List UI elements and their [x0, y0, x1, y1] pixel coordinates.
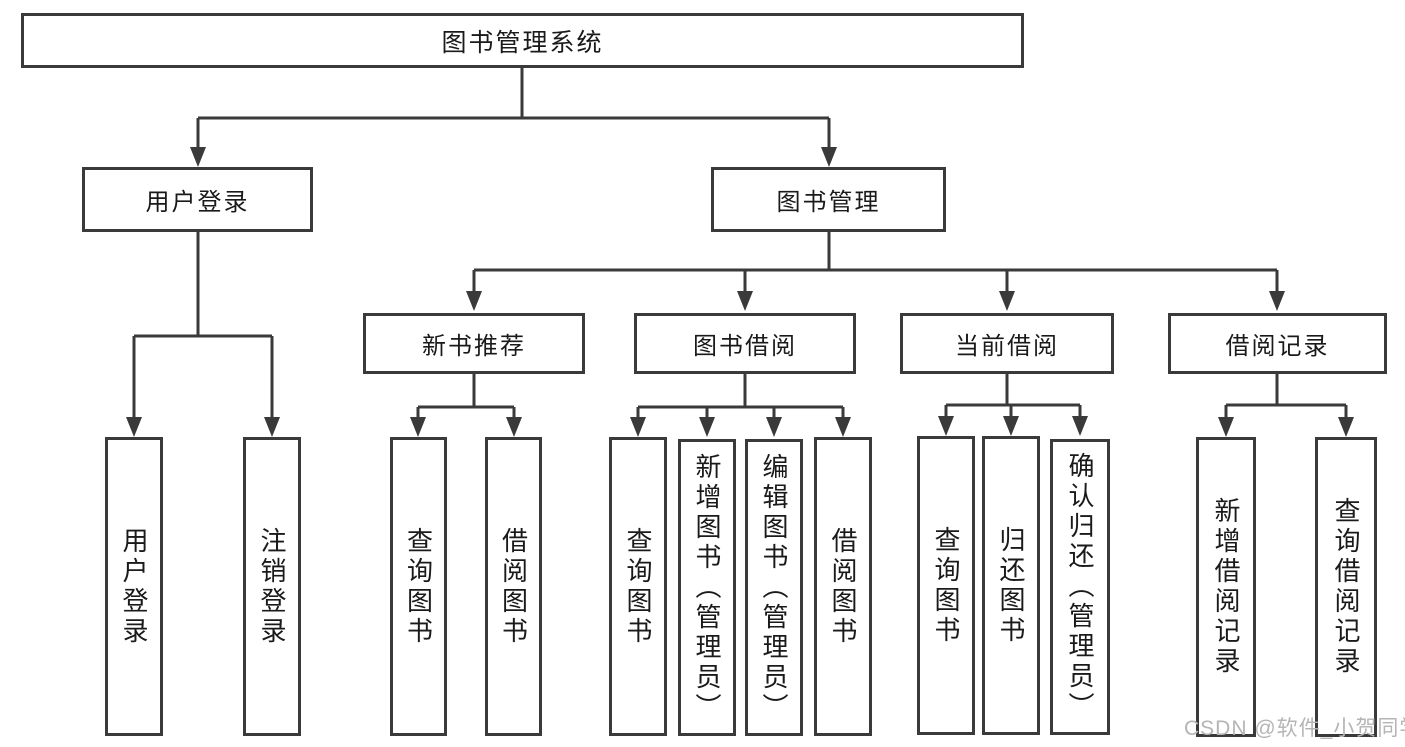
leaf-return-books: 归还图书 — [982, 436, 1040, 735]
leaf-query-borrow-record: 查询借阅记录 — [1315, 437, 1377, 737]
node-root: 图书管理系统 — [21, 13, 1024, 68]
leaf-query-books-current: 查询图书 — [917, 436, 975, 735]
connector-current-borrow — [938, 374, 1088, 436]
leaf-query-books-borrow-label: 查询图书 — [623, 526, 653, 647]
node-book-borrow-label: 图书借阅 — [693, 333, 797, 360]
connector-new-book-recommend — [410, 374, 522, 437]
node-borrow-records: 借阅记录 — [1168, 313, 1387, 374]
leaf-borrow-books-newrec: 借阅图书 — [485, 437, 542, 736]
leaf-return-books-label: 归还图书 — [996, 525, 1026, 646]
leaf-borrow-books-borrow-label: 借阅图书 — [828, 526, 858, 647]
node-current-borrow-label: 当前借阅 — [955, 333, 1059, 360]
leaf-logout-login-label: 注销登录 — [257, 526, 287, 647]
connector-book-management — [466, 232, 1285, 311]
node-new-book-recommend: 新书推荐 — [363, 313, 585, 374]
leaf-borrow-books-borrow: 借阅图书 — [814, 437, 872, 736]
leaf-add-books-admin: 新增图书（管理员） — [678, 439, 736, 736]
leaf-add-borrow-record-label: 新增借阅记录 — [1211, 497, 1241, 677]
node-book-management-label: 图书管理 — [776, 189, 881, 216]
node-book-borrow: 图书借阅 — [634, 313, 856, 374]
node-current-borrow: 当前借阅 — [900, 313, 1114, 374]
leaf-query-borrow-record-label: 查询借阅记录 — [1331, 497, 1361, 677]
csdn-watermark: CSDN @软件_小贺同学 — [1184, 717, 1405, 740]
leaf-user-login-label: 用户登录 — [119, 526, 149, 647]
node-root-label: 图书管理系统 — [441, 28, 604, 57]
leaf-edit-books-admin: 编辑图书（管理员） — [745, 439, 803, 736]
leaf-borrow-books-newrec-label: 借阅图书 — [498, 526, 529, 647]
leaf-logout-login: 注销登录 — [243, 437, 301, 736]
node-borrow-records-label: 借阅记录 — [1225, 333, 1330, 360]
leaf-confirm-return-admin-label: 确认归还（管理员） — [1065, 452, 1095, 722]
leaf-query-books-newrec-label: 查询图书 — [403, 526, 434, 647]
leaf-add-borrow-record: 新增借阅记录 — [1196, 437, 1256, 737]
node-book-management: 图书管理 — [711, 167, 946, 232]
leaf-query-books-current-label: 查询图书 — [931, 525, 961, 646]
leaf-add-books-admin-label: 新增图书（管理员） — [692, 452, 722, 723]
node-user-login-label: 用户登录 — [145, 189, 250, 216]
leaf-query-books-borrow: 查询图书 — [609, 437, 667, 736]
connector-root-to-level2 — [190, 68, 837, 167]
connector-book-borrow — [630, 374, 851, 437]
leaf-confirm-return-admin: 确认归还（管理员） — [1050, 439, 1110, 735]
connector-borrow-records — [1218, 374, 1354, 437]
node-user-login: 用户登录 — [82, 167, 313, 232]
leaf-user-login: 用户登录 — [105, 437, 163, 736]
connector-user-login — [126, 232, 280, 437]
leaf-query-books-newrec: 查询图书 — [390, 437, 447, 736]
node-new-book-recommend-label: 新书推荐 — [422, 333, 526, 360]
leaf-edit-books-admin-label: 编辑图书（管理员） — [759, 452, 789, 723]
